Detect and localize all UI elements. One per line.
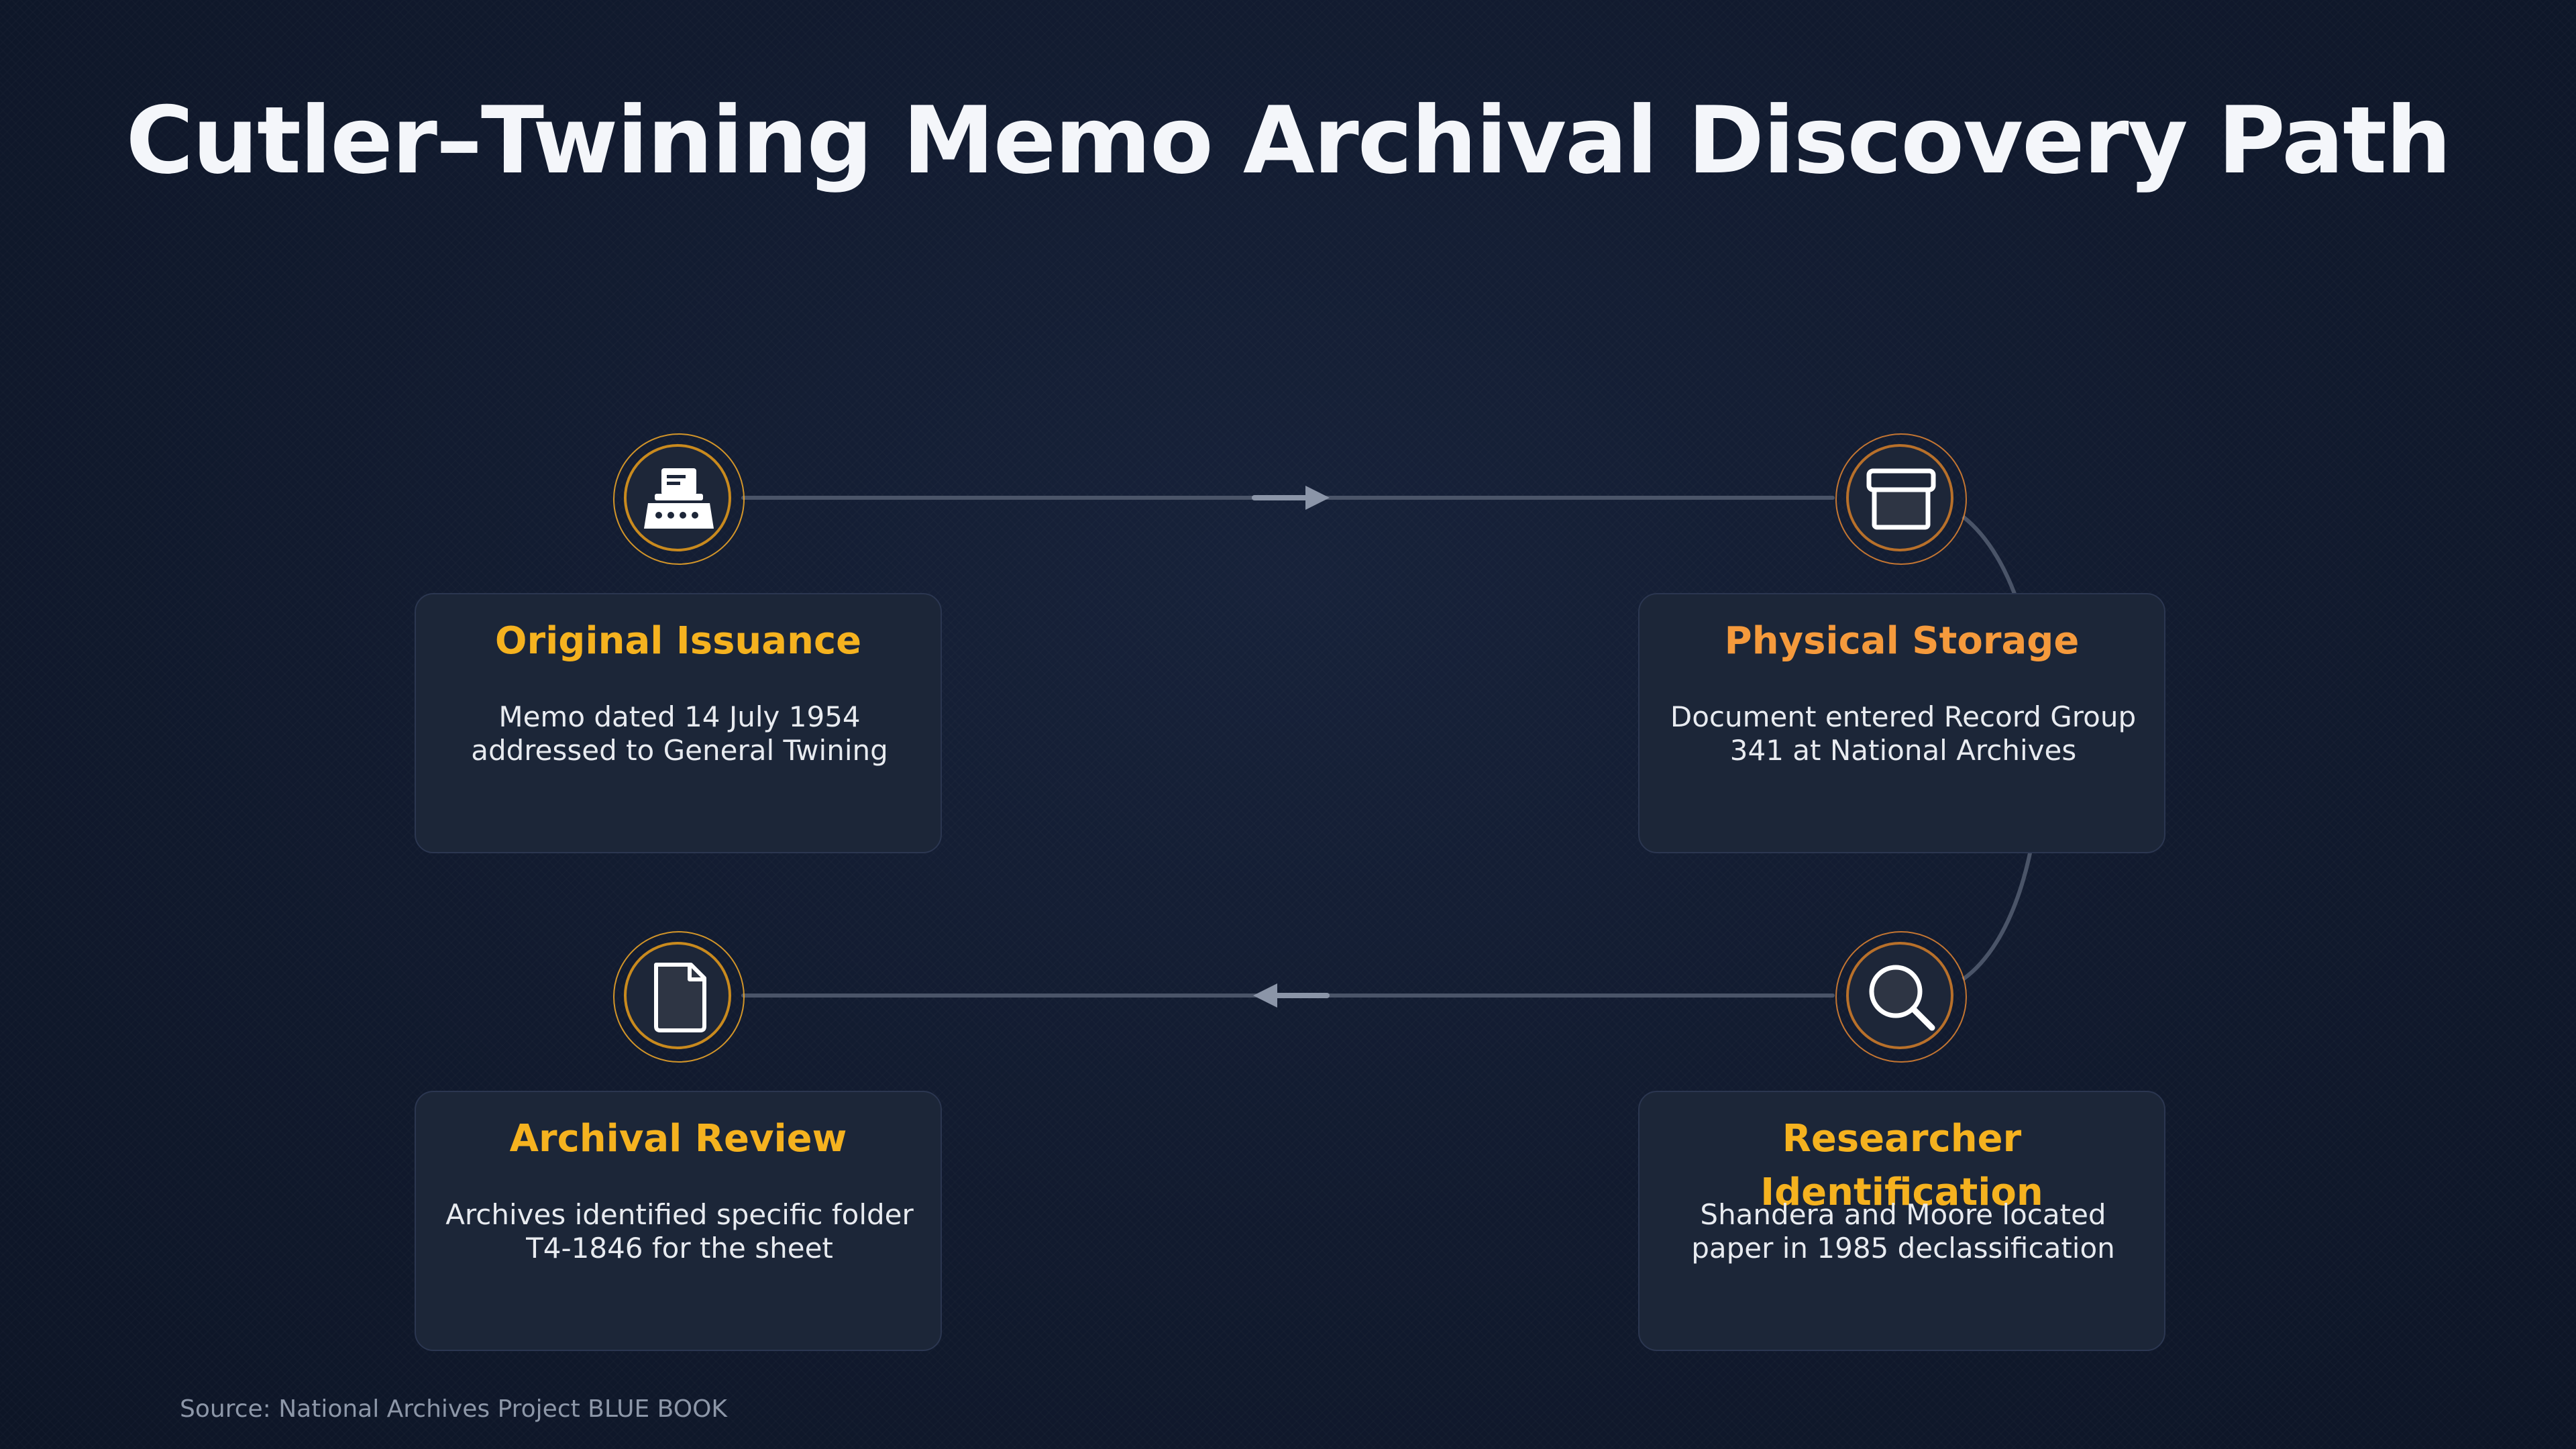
step-node-researcher-identification	[1835, 931, 1967, 1063]
archive-box-icon	[1866, 468, 1936, 530]
step-heading: Researcher Identification	[1760, 1117, 2043, 1214]
arrow-right-marker	[1252, 486, 1330, 510]
typewriter-icon	[644, 468, 714, 529]
step-node-physical-storage	[1835, 433, 1967, 565]
step-heading: Physical Storage	[1724, 619, 2080, 663]
step-card-archival-review: Archival Review Archives identified spec…	[415, 1091, 942, 1351]
step-heading: Archival Review	[509, 1117, 847, 1161]
node-outer-ring	[1835, 433, 1967, 565]
node-outer-ring	[613, 433, 745, 565]
node-outer-ring	[613, 931, 745, 1063]
page-title: Cutler–Twining Memo Archival Discovery P…	[125, 87, 2451, 195]
step-node-archival-review	[613, 931, 745, 1063]
step-card-physical-storage: Physical Storage Document entered Record…	[1638, 593, 2165, 853]
step-card-original-issuance: Original Issuance Memo dated 14 July 195…	[415, 593, 942, 853]
step-description: Document entered Record Group 341 at Nat…	[1670, 700, 2137, 767]
arrow-left-marker	[1253, 983, 1330, 1008]
step-description: Archives identified specific folder T4-1…	[445, 1198, 914, 1265]
source-note: Source: National Archives Project BLUE B…	[180, 1395, 728, 1423]
step-heading: Original Issuance	[494, 619, 862, 663]
magnifier-icon	[1869, 965, 1935, 1031]
step-card-researcher-identification: Researcher Identification Shandera and M…	[1638, 1091, 2165, 1351]
document-icon	[654, 963, 706, 1032]
step-description: Memo dated 14 July 1954 addressed to Gen…	[471, 700, 888, 767]
node-outer-ring	[1835, 931, 1967, 1063]
step-node-original-issuance	[613, 433, 745, 565]
step-description: Shandera and Moore located paper in 1985…	[1691, 1198, 2115, 1265]
